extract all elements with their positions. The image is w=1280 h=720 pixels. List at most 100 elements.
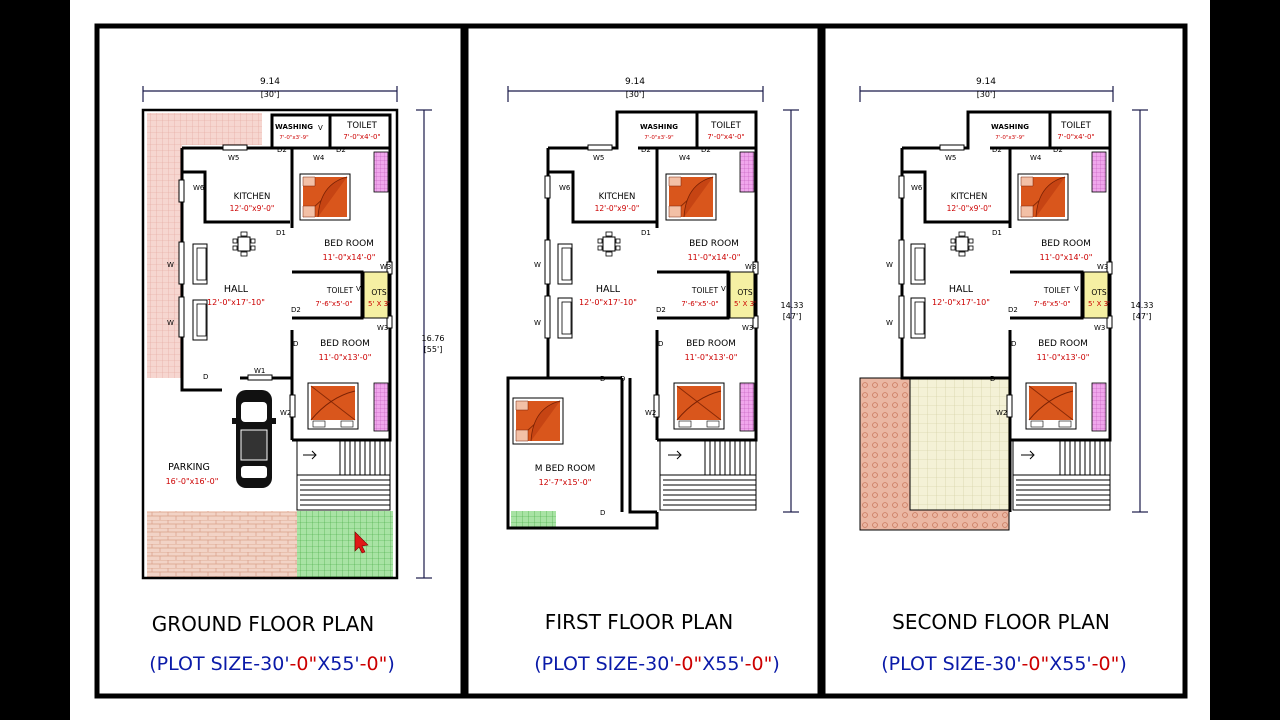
tag-w3: W3	[745, 263, 756, 271]
hall-label: HALL	[224, 284, 249, 295]
bedroom-label: BED ROOM	[1041, 239, 1091, 249]
tag-d: D	[1011, 340, 1016, 348]
terrace-tile-area	[909, 377, 1010, 511]
plot-size-caption: (PLOT SIZE-30'-0"X55'-0")	[149, 653, 395, 675]
tag-w4: W4	[1030, 154, 1042, 162]
tag-w3: W3	[377, 324, 388, 332]
tag-d: D	[203, 373, 208, 381]
width-dimension	[859, 86, 1114, 102]
tag-w2: W2	[280, 409, 291, 417]
tag-w2: W2	[996, 409, 1007, 417]
washing-dim: 7'-0"x3'-9"	[279, 135, 308, 141]
ground-floor-plan: 9.14 [30'] 16.76 [55']	[141, 77, 445, 675]
dining-table	[232, 231, 256, 257]
tag-w5: W5	[228, 154, 239, 162]
tag-w3: W3	[742, 324, 753, 332]
tag-w: W	[534, 319, 541, 327]
master-bedroom-dim: 12'-7"x15'-0"	[539, 478, 592, 487]
bedroom2-label: BED ROOM	[686, 339, 736, 349]
wardrobe	[739, 382, 755, 432]
plan-title: SECOND FLOOR PLAN	[892, 610, 1110, 634]
height-meters: 16.76	[422, 334, 445, 343]
wardrobe	[1091, 151, 1107, 193]
windows	[544, 144, 759, 418]
tag-d: D	[620, 375, 625, 383]
plot-boundary	[141, 108, 399, 580]
ots-dim: 5' X 3'	[734, 300, 756, 308]
tag-w1: W1	[254, 367, 265, 375]
parking-dim: 16'-0"x16'-0"	[166, 477, 219, 486]
tag-w2: W2	[645, 409, 656, 417]
washing-label: WASHING	[991, 123, 1029, 131]
toilet2-label: TOILET	[691, 286, 719, 295]
bedroom-label: BED ROOM	[689, 239, 739, 249]
plot-size-caption: (PLOT SIZE-30'-0"X55'-0")	[534, 653, 780, 675]
tag-w4: W4	[679, 154, 691, 162]
master-bedroom-label: M BED ROOM	[535, 464, 595, 474]
width-meters: 9.14	[625, 77, 645, 87]
tag-d2: D2	[1053, 146, 1063, 154]
tag-d1: D1	[992, 229, 1002, 237]
toilet-dim: 7'-0"x4'-0"	[707, 133, 744, 141]
tag-d1: D1	[276, 229, 286, 237]
kitchen-dim: 12'-0"x9'-0"	[595, 204, 640, 213]
bedroom-dim: 11'-0"x14'-0"	[688, 253, 741, 262]
side-tiled-area	[147, 113, 182, 378]
parking-label: PARKING	[168, 462, 210, 473]
hall-dim: 12'-0"x17'-10"	[579, 298, 637, 307]
height-dimension	[783, 109, 799, 513]
tag-d: D	[600, 375, 605, 383]
width-meters: 9.14	[976, 77, 996, 87]
dining-table	[950, 231, 974, 257]
ots-shaft	[363, 271, 389, 319]
width-meters: 9.14	[260, 77, 280, 87]
mouse-cursor-icon	[354, 531, 369, 554]
staircase	[296, 439, 391, 511]
bedroom-dim: 11'-0"x14'-0"	[323, 253, 376, 262]
windows	[898, 144, 1113, 418]
windows	[178, 144, 393, 418]
tag-w3: W3	[1094, 324, 1105, 332]
kitchen-dim: 12'-0"x9'-0"	[947, 204, 992, 213]
hall-label: HALL	[949, 284, 974, 295]
bed-symbol	[673, 382, 725, 430]
tag-d2: D2	[701, 146, 711, 154]
first-floor-plan: 9.14 [30'] 14.33 [47']	[506, 77, 803, 675]
tag-w: W	[534, 261, 541, 269]
tag-d: D	[600, 509, 605, 517]
toilet2-dim: 7'-6"x5'-0"	[1033, 300, 1070, 308]
tag-w: W	[886, 261, 893, 269]
opening-tags: D2 D2 W5 W4 W6 D1 W W W3 D2 W3 D D W2 V	[886, 146, 1108, 417]
toilet-label: TOILET	[710, 121, 741, 131]
washing-label: WASHING	[640, 123, 678, 131]
toilet2-dim: 7'-6"x5'-0"	[681, 300, 718, 308]
width-feet: [30']	[626, 90, 645, 99]
tag-d2: D2	[656, 306, 666, 314]
staircase	[1012, 439, 1111, 511]
washing-dim: 7'-0"x3'-9"	[995, 135, 1024, 141]
plan-title: FIRST FLOOR PLAN	[545, 610, 734, 634]
tag-w3: W3	[380, 263, 391, 271]
tag-d2: D2	[277, 146, 287, 154]
ots-dim: 5' X 3'	[368, 300, 390, 308]
second-floor-plan: 9.14 [30'] 14.33 [47']	[859, 77, 1153, 675]
plot-size-caption: (PLOT SIZE-30'-0"X55'-0")	[881, 653, 1127, 675]
height-feet: [47']	[783, 312, 802, 321]
tag-w6: W6	[193, 184, 205, 192]
sofa	[557, 297, 573, 339]
bedroom2-dim: 11'-0"x13'-0"	[685, 353, 738, 362]
bed-symbol	[307, 382, 359, 430]
balcony-lawn	[511, 511, 556, 527]
dining-table	[597, 231, 621, 257]
width-feet: [30']	[977, 90, 996, 99]
bedroom2-dim: 11'-0"x13'-0"	[1037, 353, 1090, 362]
bed-symbol	[665, 173, 717, 221]
tag-v: V	[1074, 285, 1079, 293]
height-dimension	[416, 109, 432, 579]
tag-w6: W6	[559, 184, 571, 192]
front-paving	[147, 511, 297, 578]
hall-dim: 12'-0"x17'-10"	[207, 298, 265, 307]
hall-label: HALL	[596, 284, 621, 295]
bedroom2-label: BED ROOM	[1038, 339, 1088, 349]
tag-w: W	[886, 319, 893, 327]
